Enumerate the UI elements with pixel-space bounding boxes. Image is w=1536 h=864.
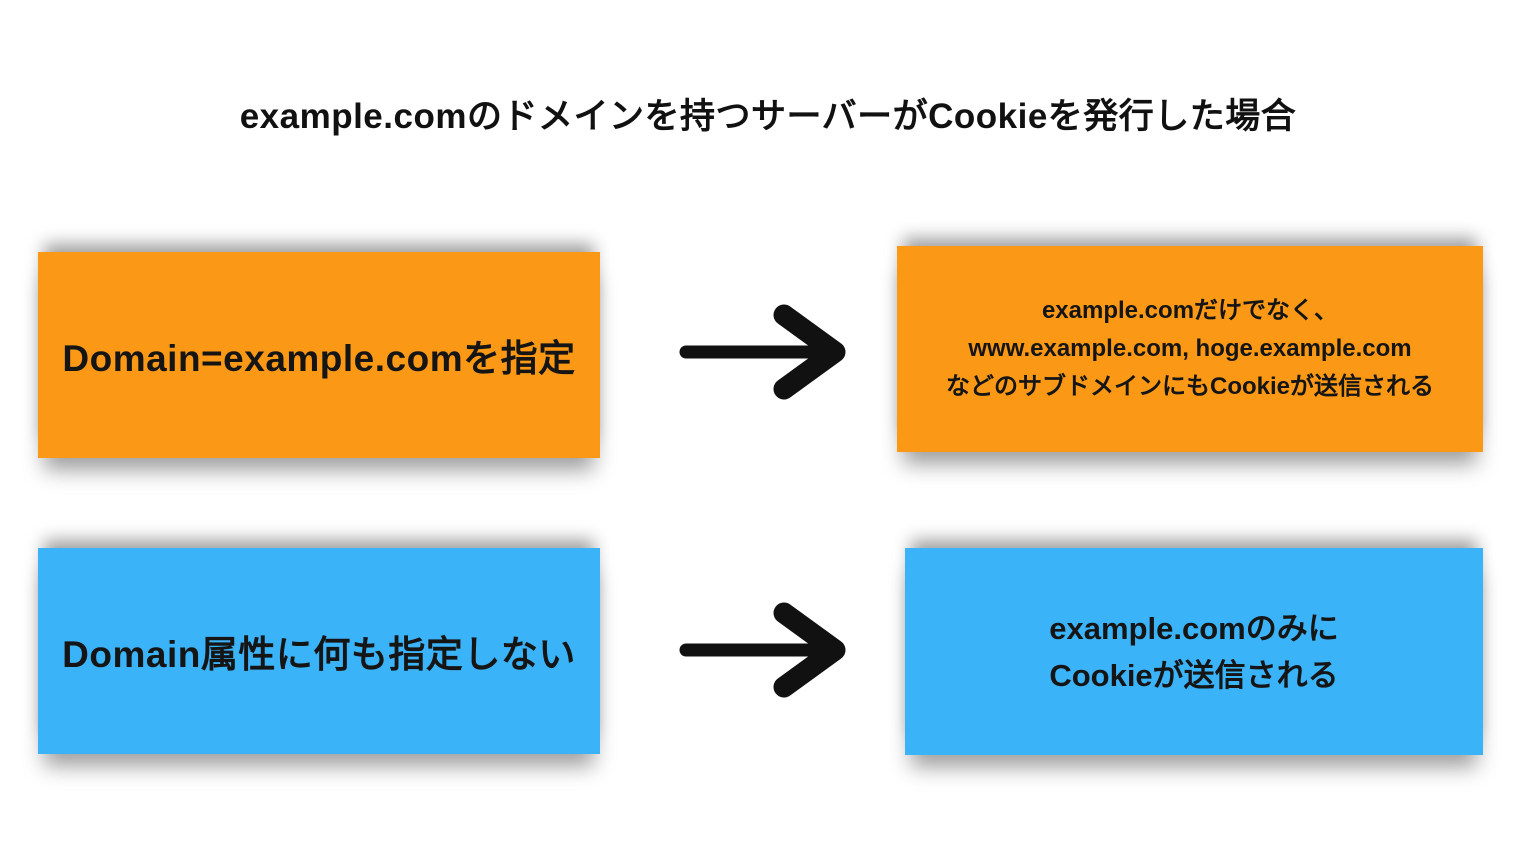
result-box-domain-specified: example.comだけでなく、 www.example.com, hoge.… (897, 246, 1483, 452)
condition-label-domain-specified: Domain=example.comを指定 (62, 338, 576, 379)
condition-box-domain-specified: Domain=example.comを指定 (38, 252, 600, 458)
result-line: example.comだけでなく、 (1041, 297, 1339, 324)
result-line: Cookieが送信される (1049, 657, 1339, 693)
condition-label-domain-unspecified: Domain属性に何も指定しない (62, 634, 576, 675)
right-arrow-icon (679, 304, 846, 400)
diagram-title: example.comのドメインを持つサーバーがCookieを発行した場合 (239, 97, 1297, 136)
result-line: example.comのみに (1049, 610, 1339, 646)
result-box-domain-unspecified: example.comのみに Cookieが送信される (905, 548, 1483, 755)
result-line: などのサブドメインにもCookieが送信される (945, 373, 1434, 400)
right-arrow-icon (679, 602, 846, 698)
condition-box-domain-unspecified: Domain属性に何も指定しない (38, 548, 600, 754)
result-line: www.example.com, hoge.example.com (968, 335, 1412, 362)
